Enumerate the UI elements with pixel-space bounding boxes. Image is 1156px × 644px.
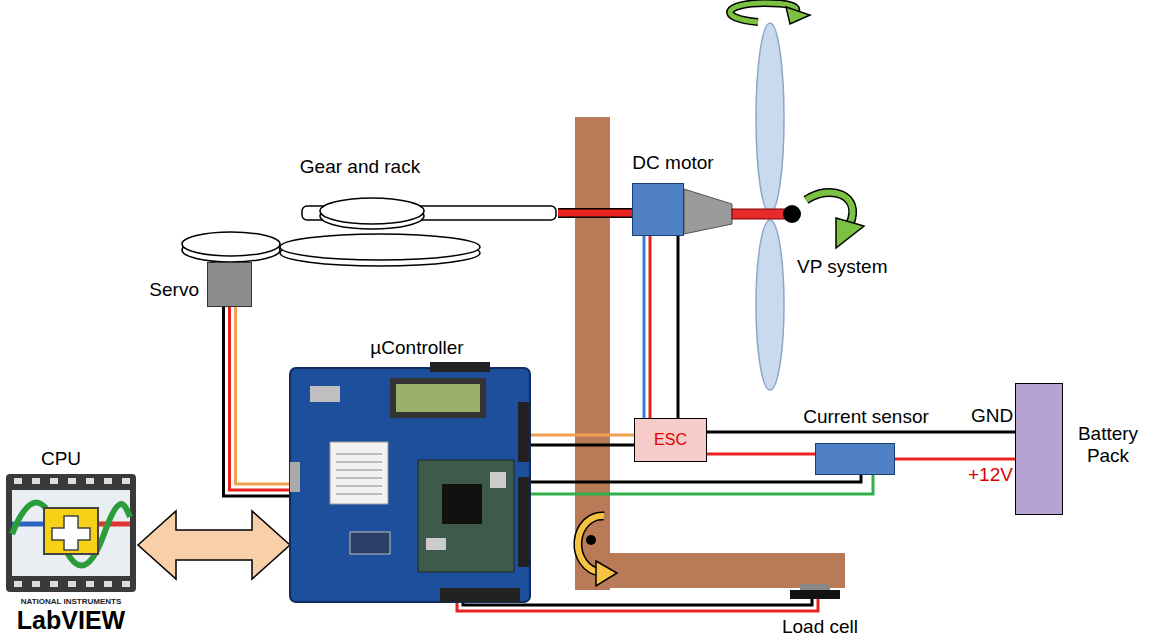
wire — [230, 307, 291, 490]
microcontroller-board: µController — [290, 362, 530, 602]
load-cell-top — [800, 584, 830, 590]
component — [350, 532, 390, 554]
wire-label: GND — [969, 405, 1015, 427]
part-label: Gear and rack — [300, 156, 420, 178]
connector — [518, 402, 530, 462]
part-label: µController — [370, 337, 463, 359]
part-label: DC motor — [632, 152, 713, 174]
wire — [530, 475, 861, 482]
chip — [442, 484, 482, 524]
support-beam — [575, 117, 610, 590]
component — [310, 386, 340, 402]
pivot-arrowhead — [596, 561, 617, 586]
wire — [677, 236, 680, 418]
pinion — [320, 198, 424, 224]
system-label: VP system — [797, 256, 887, 278]
sine-wave — [12, 503, 130, 566]
esc-box: ESC — [634, 418, 707, 462]
wire — [558, 210, 632, 217]
wire — [558, 208, 632, 218]
header — [430, 362, 490, 372]
wire — [236, 307, 291, 484]
wire — [530, 475, 873, 494]
pitch-hub — [783, 205, 801, 223]
logo-maker: NATIONAL INSTRUMENTS — [21, 598, 122, 606]
part-label: Battery Pack — [1068, 423, 1148, 467]
load-cell: Load cell — [790, 590, 840, 599]
logo-name: LabVIEW — [17, 608, 125, 633]
support-arm — [575, 553, 845, 588]
dc-motor: DC motor — [632, 183, 684, 236]
current-sensor: Current sensor — [815, 443, 895, 475]
motor-shaft — [732, 209, 788, 219]
wire — [707, 431, 1015, 434]
labview-computer: CPUNATIONAL INSTRUMENTSLabVIEW — [4, 472, 138, 636]
wire-label: +12V — [966, 464, 1015, 486]
pitch-arrow — [806, 192, 853, 224]
icon-panel — [12, 490, 130, 576]
motor-cone — [684, 189, 732, 234]
supply-wire — [895, 459, 1015, 460]
wire — [895, 458, 1015, 461]
part-label: CPU — [41, 448, 81, 470]
rotation-arrowhead — [786, 7, 810, 24]
wire-red — [98, 522, 130, 527]
data-link-arrow — [138, 511, 290, 579]
wire — [530, 434, 634, 437]
breadboard-rows — [336, 454, 382, 494]
breadboard — [330, 442, 388, 504]
part-label: Load cell — [782, 616, 858, 638]
arrow-shape — [138, 511, 290, 579]
large-gear — [280, 234, 480, 260]
rotation-arrow-outline — [730, 3, 796, 22]
pcb — [290, 368, 530, 602]
function-box — [44, 508, 98, 554]
motor-phase-cable — [644, 236, 678, 418]
battery-pack: Battery Pack — [1015, 383, 1063, 515]
wire — [224, 307, 291, 496]
lcd-frame — [390, 378, 486, 418]
sensor-signal-cable — [530, 475, 873, 494]
esc-signal-cable — [530, 435, 634, 445]
rotation-arrow — [730, 3, 796, 22]
part-label: Current sensor — [803, 406, 929, 428]
wire — [649, 236, 652, 418]
lcd-screen — [396, 384, 480, 412]
propeller-blade — [756, 23, 784, 213]
propeller-blade — [756, 220, 784, 390]
gear-rack: Gear and rack — [300, 196, 558, 232]
film-frame — [6, 474, 136, 592]
drive-rod — [558, 213, 632, 214]
component — [426, 538, 446, 550]
pitch-arrow-outline — [806, 192, 853, 224]
usb-port — [290, 462, 300, 492]
part-label: Servo — [149, 279, 199, 301]
ground-wire — [707, 432, 1015, 433]
plus-sign — [52, 516, 90, 550]
supply-wire — [707, 454, 815, 455]
shield — [418, 460, 514, 572]
connector — [518, 477, 530, 567]
pitch-arrowhead — [836, 218, 864, 248]
logo-ground — [4, 594, 138, 636]
pivot-point — [586, 535, 596, 545]
gear-rack-drawing — [300, 196, 558, 232]
servo: Servo — [207, 262, 252, 307]
part-label: ESC — [654, 431, 687, 449]
microcontroller-board-drawing — [290, 362, 530, 602]
connector — [440, 588, 520, 602]
wire — [530, 444, 634, 447]
servo-cable — [224, 307, 291, 496]
component — [490, 472, 506, 488]
wire — [707, 453, 815, 456]
servo-gear — [182, 232, 280, 256]
wire — [643, 236, 646, 418]
